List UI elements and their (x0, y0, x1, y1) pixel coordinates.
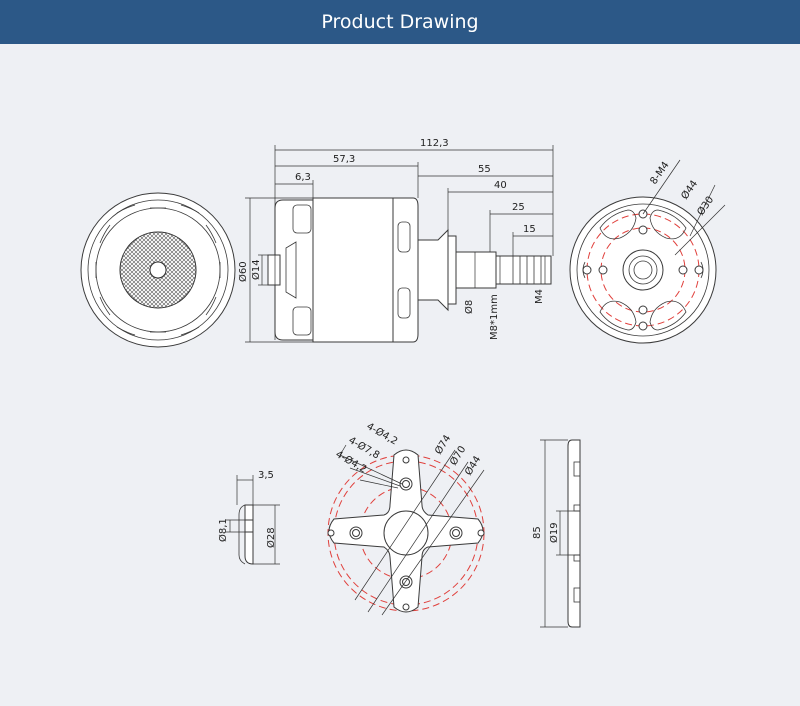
dim-mount-height-85: 85 (532, 526, 543, 539)
dim-thread-m8: M8*1mm (489, 294, 500, 340)
label-mount-diameter-74: Ø74 (432, 433, 453, 457)
dim-overall-length: 112,3 (420, 138, 449, 149)
label-mount-4-4-2-top: 4-Ø4,2 (365, 420, 400, 447)
dim-thread-15: 15 (523, 224, 536, 235)
label-front-diameter-30: Ø30 (695, 194, 717, 218)
front-mount-holes (582, 209, 704, 331)
page-title: Product Drawing (321, 11, 479, 33)
page-header: Product Drawing (0, 0, 800, 44)
front-view: 8-M4 Ø44 Ø30 (569, 159, 726, 344)
dim-diameter-14: Ø14 (250, 259, 262, 280)
dim-shaft-40: 40 (494, 180, 507, 191)
dim-rear-6-3: 6,3 (295, 172, 311, 183)
dim-shaft-55: 55 (478, 164, 491, 175)
dim-washer-28: Ø28 (265, 527, 277, 548)
dim-shaft-25: 25 (512, 202, 525, 213)
dim-diameter-8: Ø8 (463, 300, 475, 314)
mount-side-view: 85 Ø19 (532, 439, 581, 628)
drawing-svg: 112,3 57,3 55 6,3 40 25 15 Ø60 Ø14 Ø8 M8… (80, 138, 726, 628)
washer-view: 3,5 Ø8,1 Ø28 (217, 470, 280, 565)
dim-diameter-60: Ø60 (237, 261, 249, 282)
dim-washer-8-1: Ø8,1 (217, 518, 229, 542)
label-mount-diameter-70: Ø70 (447, 444, 468, 468)
rear-view (80, 192, 236, 348)
drawing-canvas: 112,3 57,3 55 6,3 40 25 15 Ø60 Ø14 Ø8 M8… (0, 44, 800, 701)
label-front-diameter-44: Ø44 (679, 178, 701, 202)
mount-view: 4-Ø4,2 4-Ø7,8 4-Ø4,2 Ø74 Ø70 Ø44 (327, 420, 485, 616)
label-8-m4: 8-M4 (648, 160, 671, 187)
dim-body-length: 57,3 (333, 154, 355, 165)
dim-mount-diameter-19: Ø19 (548, 522, 560, 543)
dim-thread-m4: M4 (534, 289, 545, 304)
side-view: 112,3 57,3 55 6,3 40 25 15 Ø60 Ø14 Ø8 M8… (237, 138, 554, 343)
dim-washer-thickness: 3,5 (258, 470, 274, 481)
